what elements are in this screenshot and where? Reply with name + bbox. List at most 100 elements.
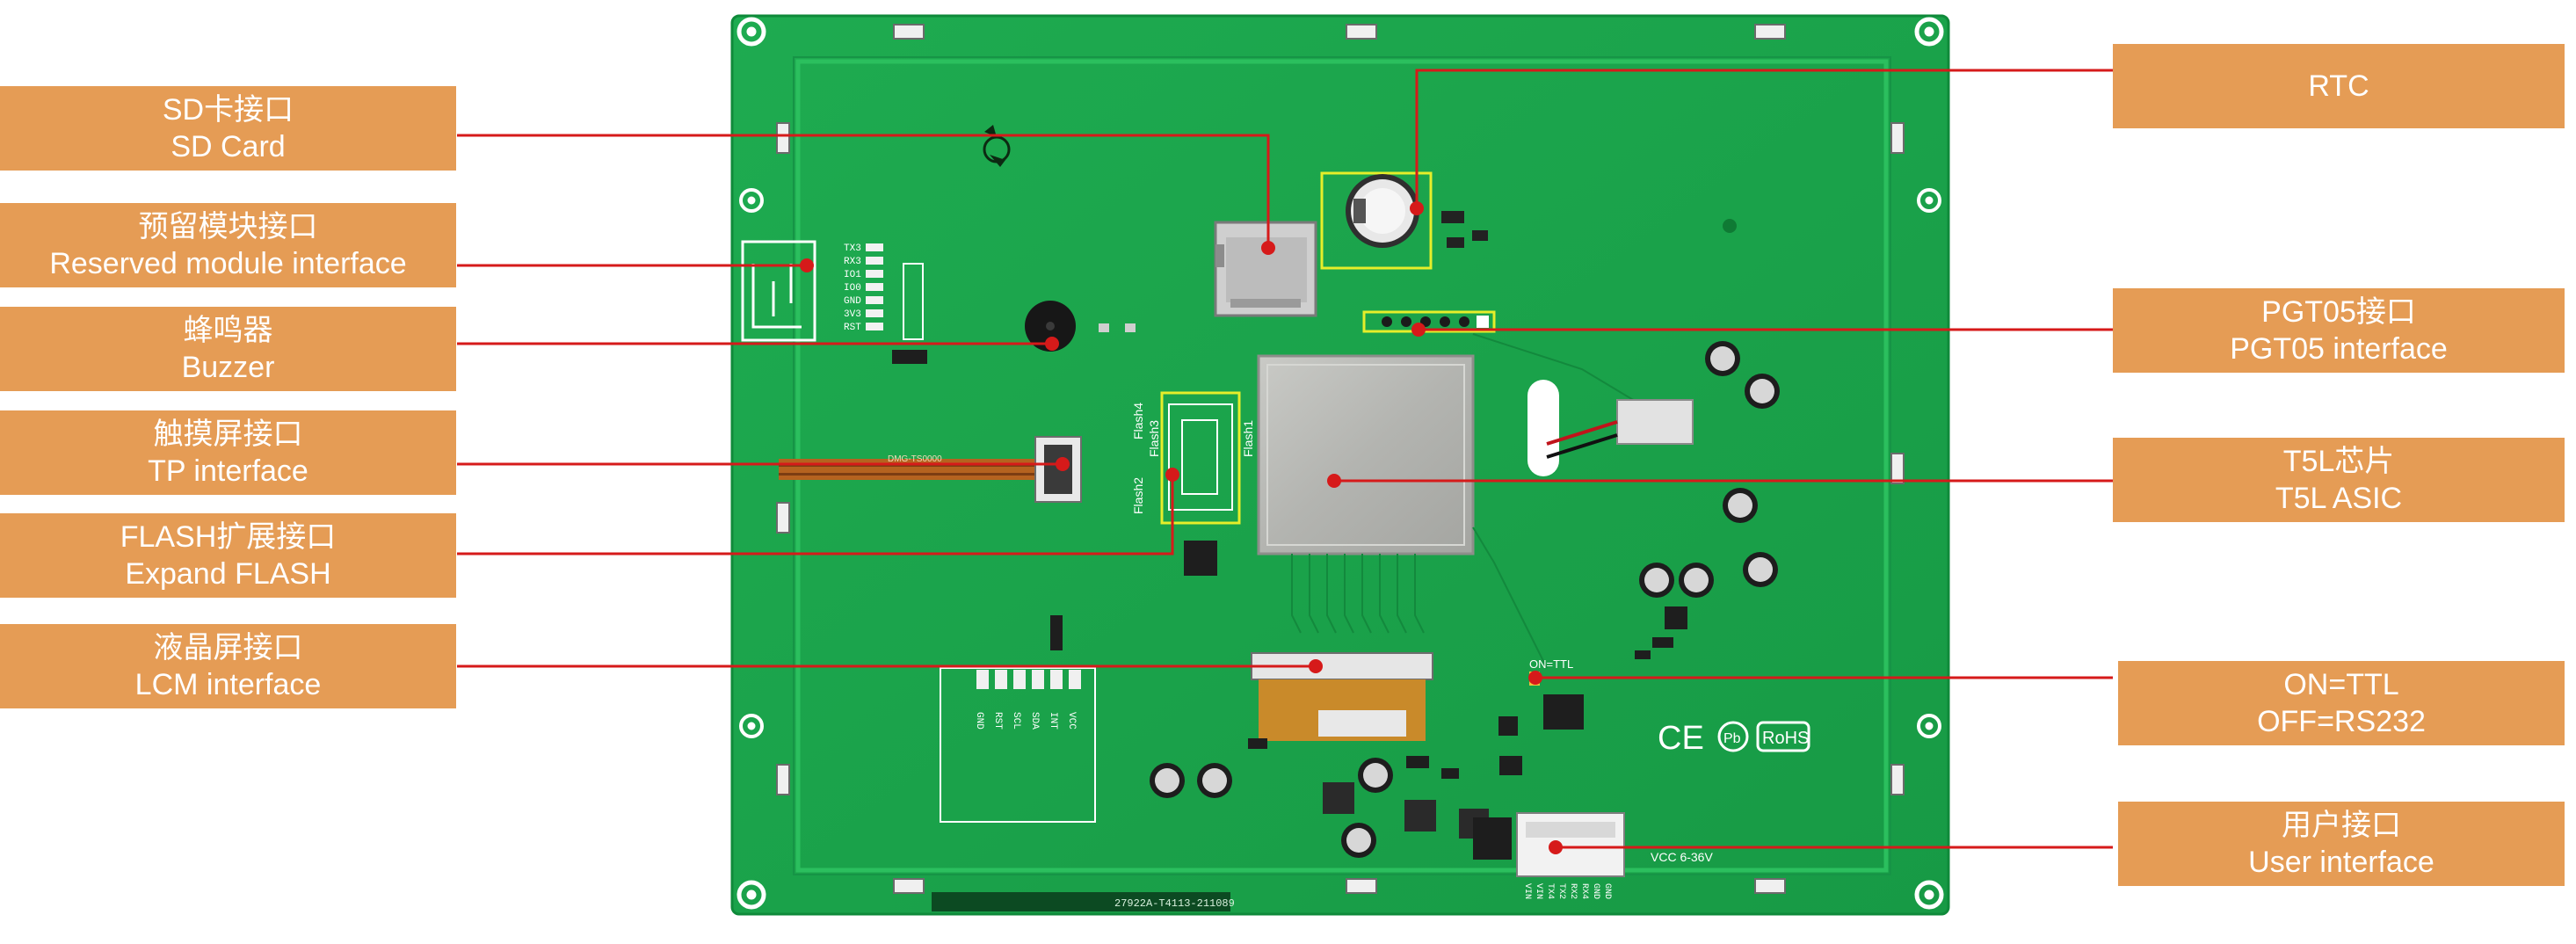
callout-user-interface-cn: 用户接口	[2282, 809, 2401, 842]
pcb-component	[1069, 670, 1081, 689]
pcb-component	[1230, 299, 1301, 308]
pcb-serial-text: 27922A-T4113-211089	[1114, 897, 1235, 910]
pgt05-pins	[1382, 316, 1469, 327]
pcb-circle-part	[739, 188, 764, 213]
pcb-shape	[1309, 554, 1319, 634]
callout-t5l-cn: T5L芯片	[2282, 445, 2395, 478]
pcb-component	[866, 309, 883, 317]
pcb-component	[1406, 756, 1429, 768]
pcb-component	[892, 350, 927, 364]
pcb-silkscreen-text: INT	[1048, 712, 1058, 730]
pcb-shape	[1472, 526, 1548, 669]
pcb-component	[1527, 380, 1559, 476]
pcb-silkscreen-text: RST	[992, 712, 1003, 730]
pcb-component	[1353, 199, 1366, 223]
pcb-component	[866, 270, 883, 278]
rohs-mark: RoHS	[1762, 729, 1809, 748]
pcb-circle-part	[1410, 201, 1424, 215]
callout-ttl-rs232: ON=TTL OFF=RS232	[2118, 661, 2565, 745]
callout-reserved-module-cn: 预留模块接口	[138, 210, 318, 243]
pcb-silkscreen-text: GND	[844, 296, 861, 307]
pcb-circle-part	[747, 722, 756, 730]
pcb-component	[893, 878, 925, 894]
pcb-component	[1890, 122, 1905, 154]
callout-sd-card: SD卡接口 SD Card	[0, 86, 456, 171]
reserved-module-pins	[866, 243, 883, 330]
pcb-shape	[990, 155, 1005, 167]
pcb-circle-part	[1549, 840, 1563, 854]
callout-expand-flash: FLASH扩展接口 Expand FLASH	[0, 513, 456, 598]
pcb-circle-part	[1056, 457, 1070, 471]
pcb-circle-part	[1401, 316, 1411, 327]
pcb-component	[779, 473, 1042, 476]
pcb-component	[776, 502, 790, 534]
callout-t5l: T5L芯片 T5L ASIC	[2113, 438, 2565, 522]
power-connector	[1527, 380, 1694, 476]
pcb-circle-part	[1327, 474, 1341, 488]
pcb-silkscreen-text: GND	[1602, 883, 1612, 899]
pcb-circle-part	[1924, 26, 1934, 37]
pcb-component	[1754, 24, 1786, 40]
pcb-component	[1652, 637, 1673, 648]
pcb-circle-part	[1748, 557, 1773, 582]
pcb-shape	[1326, 554, 1337, 634]
pcb-circle-part	[1924, 890, 1934, 900]
pcb-shape	[1546, 433, 1618, 459]
pcb-component	[1756, 721, 1810, 752]
pcb-shape	[1397, 554, 1407, 634]
pcb-circle-part	[1717, 721, 1749, 752]
callout-expand-flash-cn: FLASH扩展接口	[120, 520, 337, 554]
pcb-circle-part	[1309, 659, 1323, 673]
flash-highlight-box	[1160, 391, 1241, 525]
pcb-component	[1032, 670, 1044, 689]
callout-reserved-module-en: Reserved module interface	[49, 247, 407, 280]
callout-lcm-interface: 液晶屏接口 LCM interface	[0, 624, 456, 708]
pcb-shape	[1546, 420, 1618, 446]
pcb-component	[1473, 817, 1512, 860]
pcb-component	[1543, 694, 1584, 730]
pb-mark: Pb	[1723, 731, 1741, 746]
lcm-pins	[976, 670, 1081, 689]
pcb-shape	[1414, 554, 1425, 634]
pcb-shape	[1344, 554, 1354, 634]
pcb-silkscreen-text: SCL	[1011, 712, 1021, 730]
pcb-circle-part	[800, 258, 814, 272]
pcb-shape	[1291, 554, 1302, 634]
pcb-component	[1346, 24, 1377, 40]
pcb-circle-part	[1440, 316, 1450, 327]
pcb-shape	[1099, 323, 1136, 332]
pcb-silkscreen-text: GND	[1591, 883, 1600, 899]
callout-buzzer-cn: 蜂鸣器	[183, 314, 273, 347]
pcb-component	[976, 670, 989, 689]
pcb-component	[1890, 764, 1905, 795]
pcb-silkscreen-text: TX4	[1545, 883, 1555, 899]
certification-marks	[1717, 721, 1810, 752]
lcm-silkscreen	[940, 667, 1096, 823]
pcb-circle-part	[1165, 468, 1179, 482]
pcb-component	[1266, 364, 1465, 546]
callout-pgt05-cn: PGT05接口	[2261, 295, 2416, 329]
pcb-component	[866, 296, 883, 304]
callout-ttl-rs232-on: ON=TTL	[2283, 668, 2399, 701]
pcb-component	[1441, 768, 1459, 779]
vcc-silkscreen: VCC 6-36V	[1651, 850, 1713, 864]
pcb-circle-part	[737, 880, 766, 910]
pcb-circle-part	[1045, 337, 1059, 351]
pcb-circle-part	[1046, 322, 1055, 330]
pcb-silkscreen-text: GND	[974, 712, 984, 730]
leader-sd-card	[457, 134, 1270, 248]
pcb-component	[866, 323, 883, 330]
pcb-shape	[751, 264, 802, 329]
callout-tp-interface-en: TP interface	[148, 454, 308, 488]
pcb-silkscreen-text: VIN	[1534, 883, 1543, 899]
pcb-shape	[1379, 554, 1390, 634]
mounting-holes	[737, 17, 1944, 910]
sd-card-slot	[1214, 221, 1317, 317]
leader-dots	[800, 201, 1563, 854]
pcb-circle-part	[746, 26, 757, 37]
pcb-component	[776, 122, 790, 154]
ce-mark: CE	[1658, 720, 1704, 757]
pcb-component	[1125, 323, 1136, 332]
pcb-component	[1754, 878, 1786, 894]
